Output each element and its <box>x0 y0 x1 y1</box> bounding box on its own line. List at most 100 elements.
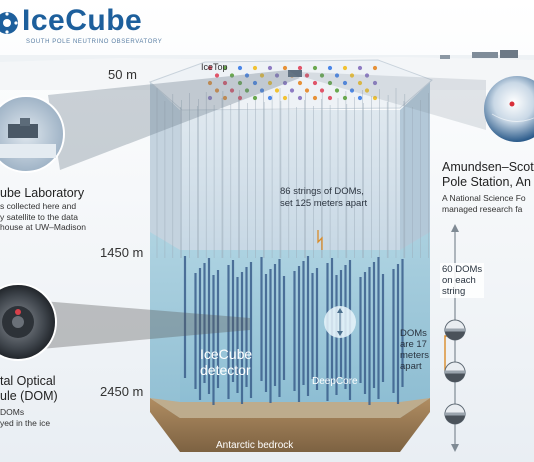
icetop-station-dot <box>357 80 363 86</box>
icetop-station-dot <box>229 88 235 93</box>
dom-photo <box>0 283 57 361</box>
icetop-station-dot <box>327 65 333 71</box>
deepcore-arrow-head-down <box>337 331 343 336</box>
detector-label-line1: IceCube <box>200 346 253 362</box>
icetop-station-dot <box>297 80 303 86</box>
icetop-station-dot <box>259 88 265 93</box>
icetop-station-dot <box>282 65 288 71</box>
icetop-station-dot <box>252 65 258 71</box>
lab-photo <box>0 95 65 173</box>
icetop-station-dot <box>342 95 348 101</box>
dom-sphere <box>444 361 466 383</box>
icetop-station-dot <box>327 80 333 86</box>
icetop-station-dot <box>334 73 340 78</box>
icetop-station-dot <box>237 80 243 86</box>
laboratory-line3: house at UW–Madison <box>0 222 86 232</box>
icetop-station-dot <box>207 80 213 86</box>
icetop-station-dot <box>244 73 250 78</box>
doms-per-string-line2: on each <box>442 275 476 286</box>
laboratory-caption: ube Laboratory s collected here and y sa… <box>0 186 86 233</box>
bedrock-label: Antarctic bedrock <box>216 440 294 451</box>
dom-line2: yed in the ice <box>0 417 51 428</box>
dom-spacing-line2: are 17 <box>400 339 427 350</box>
strings-label: 86 strings of DOMs, set 125 meters apart <box>280 186 367 209</box>
icetop-station-dot <box>327 95 333 101</box>
laboratory-line2: y satellite to the data <box>0 211 78 222</box>
icetop-station-dot <box>357 95 363 101</box>
station-title-line2: Pole Station, An <box>442 175 531 189</box>
icetop-station-dot <box>222 80 228 86</box>
icetop-station-dot <box>349 88 355 93</box>
logo-subtitle: SOUTH POLE NEUTRINO OBSERVATORY <box>26 39 163 45</box>
logo-icon <box>0 12 18 34</box>
icetop-station-dot <box>304 88 310 93</box>
icetop-station-dot <box>244 88 250 93</box>
station-caption: Amundsen–Scot Pole Station, An A Nationa… <box>442 160 534 214</box>
icetop-station-dot <box>252 95 258 101</box>
dom-spacing-line4: apart <box>400 361 422 372</box>
icetop-station-dot <box>282 95 288 101</box>
string-arrow-top <box>451 224 459 232</box>
dom-strings <box>156 88 429 405</box>
icetop-station-dot <box>319 88 325 93</box>
icetop-station-dot <box>364 88 370 93</box>
icetop-station-dot <box>214 73 220 78</box>
detector-label: IceCube detector <box>200 346 252 378</box>
dom-title-line2: ule (DOM) <box>0 389 58 403</box>
icetop-station-dot <box>267 95 273 101</box>
icetop-station-dot <box>282 80 288 86</box>
icetop-station-dot <box>274 73 280 78</box>
strings-label-line2: set 125 meters apart <box>280 197 368 209</box>
earth-globe <box>484 76 534 142</box>
icetop-station-dot <box>372 80 378 86</box>
icetop-station-dot <box>237 65 243 71</box>
dom-spacing-line3: meters <box>400 350 430 361</box>
icetop-station-dot <box>319 73 325 78</box>
icetop-station-dot <box>214 88 220 93</box>
icetop-station-dot <box>342 65 348 71</box>
icetop-station-dot <box>334 88 340 93</box>
logo-title: IceCube <box>22 4 143 37</box>
icecube-lab-building <box>288 70 302 77</box>
icetop-station-dot <box>372 95 378 101</box>
deepcore-arrow-head-up <box>337 308 343 313</box>
icetop-station-dot <box>297 95 303 101</box>
laboratory-title: ube Laboratory <box>0 186 85 200</box>
icetop-station-dot <box>357 65 363 71</box>
icetop-label: IceTop <box>201 62 228 72</box>
icetop-station-dot <box>364 73 370 78</box>
string-arrow-bottom <box>451 444 459 452</box>
icetop-stations <box>207 65 378 101</box>
dom-line1: DOMs <box>0 407 25 417</box>
station-line2: managed research fa <box>442 203 523 214</box>
icetop-station-dot <box>267 65 273 71</box>
doms-per-string-line1: 60 DOMs <box>442 264 483 275</box>
icetop-station-dot <box>237 95 243 101</box>
icetop-station-dot <box>312 95 318 101</box>
icetop-station-dot <box>267 80 273 86</box>
doms-per-string-label: 60 DOMs on each string <box>440 263 485 298</box>
dom-sphere <box>444 319 466 341</box>
strings-label-line1: 86 strings of DOMs, <box>280 186 364 197</box>
icetop-station-dot <box>312 65 318 71</box>
station-line1: A National Science Fo <box>442 193 526 203</box>
icetop-station-dot <box>207 95 213 101</box>
icetop-station-dot <box>229 73 235 78</box>
icetop-station-dot <box>349 73 355 78</box>
bedrock-layer <box>150 398 430 452</box>
icetop-station-dot <box>222 95 228 101</box>
depth-2450m: 2450 m <box>100 384 144 399</box>
icetop-station-dot <box>289 88 295 93</box>
icetop-station-dot <box>312 80 318 86</box>
depth-50m: 50 m <box>108 67 137 82</box>
icetop-station-dot <box>222 65 228 71</box>
depth-1450m: 1450 m <box>100 245 144 260</box>
dom-sphere <box>444 403 466 425</box>
doms-per-string-line3: string <box>442 286 466 297</box>
icetop-station-dot <box>207 65 213 71</box>
icetop-station-dot <box>274 88 280 93</box>
bedrock-top <box>150 398 430 418</box>
